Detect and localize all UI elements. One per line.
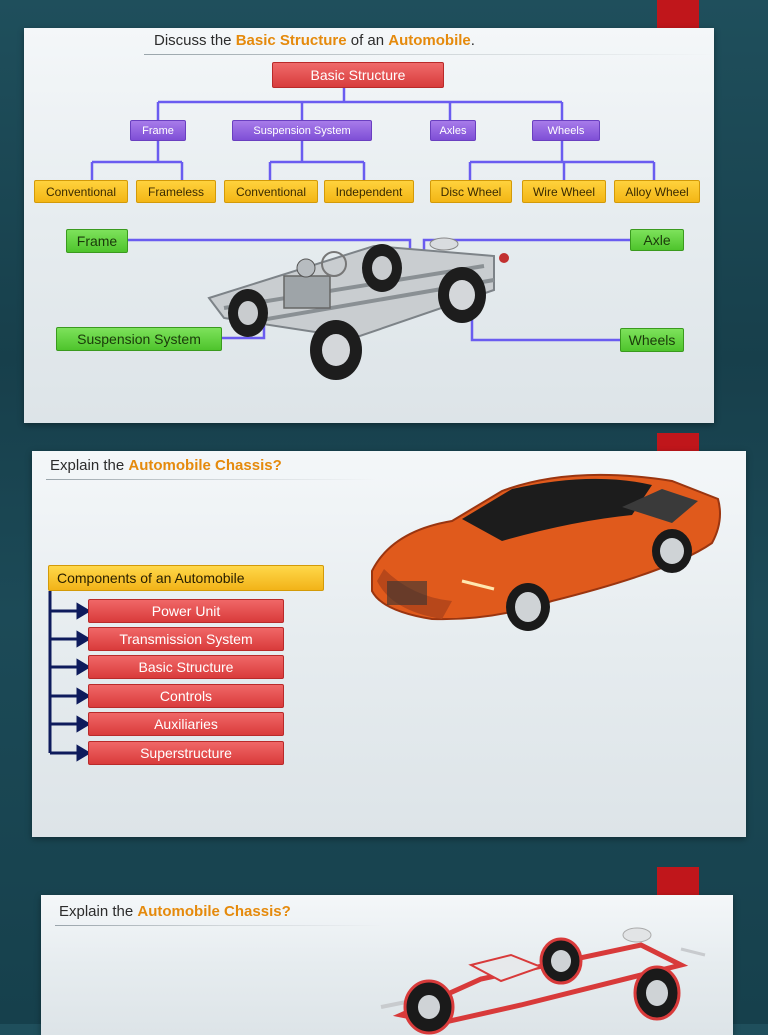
category-frame: Frame: [130, 120, 186, 141]
slide1-red-tab: [657, 0, 699, 28]
root-basic-structure: Basic Structure: [272, 62, 444, 88]
category-suspension-system: Suspension System: [232, 120, 372, 141]
component-superstructure: Superstructure: [88, 741, 284, 765]
component-power-unit: Power Unit: [88, 599, 284, 623]
slide2-red-tab: [657, 433, 699, 451]
chassis-frame-illustration: [380, 927, 706, 1035]
slide3-red-tab: [657, 867, 699, 895]
leaf-disc-wheel: Disc Wheel: [430, 180, 512, 203]
slide2-title-underline: [46, 479, 376, 480]
wheel-front-right: [362, 244, 402, 292]
wheel-rear-left: [310, 320, 362, 380]
components-header: Components of an Automobile: [48, 565, 324, 591]
wheel-front-left: [228, 289, 268, 337]
component-controls: Controls: [88, 684, 284, 708]
leaf-frameless: Frameless: [136, 180, 216, 203]
slide3-title: Explain the Automobile Chassis?: [59, 903, 291, 920]
slide-automobile-chassis[interactable]: Explain the Automobile Chassis? Componen…: [32, 451, 746, 837]
category-axles: Axles: [430, 120, 476, 141]
callout-frame: Frame: [66, 229, 128, 253]
callout-suspension-system: Suspension System: [56, 327, 222, 351]
slide2-title: Explain the Automobile Chassis?: [50, 457, 282, 474]
leaf-suspension-conventional: Conventional: [224, 180, 318, 203]
leaf-frame-conventional: Conventional: [34, 180, 128, 203]
component-basic-structure: Basic Structure: [88, 655, 284, 679]
callout-axle: Axle: [630, 229, 684, 251]
leaf-independent: Independent: [324, 180, 414, 203]
component-auxiliaries: Auxiliaries: [88, 712, 284, 736]
slide-automobile-chassis-frame[interactable]: Explain the Automobile Chassis?: [41, 895, 733, 1035]
sports-car-illustration: [371, 473, 721, 631]
chassis-illustration: [207, 237, 509, 380]
leaf-wire-wheel: Wire Wheel: [522, 180, 606, 203]
wheel-rear-right: [438, 267, 486, 323]
category-wheels: Wheels: [532, 120, 600, 141]
slide1-title: Discuss the Basic Structure of an Automo…: [154, 32, 475, 49]
slide3-title-underline: [55, 925, 385, 926]
slide1-title-underline: [144, 54, 714, 55]
callout-wheels: Wheels: [620, 328, 684, 352]
components-connectors: [48, 591, 91, 762]
component-transmission-system: Transmission System: [88, 627, 284, 651]
leaf-alloy-wheel: Alloy Wheel: [614, 180, 700, 203]
slide-basic-structure[interactable]: Discuss the Basic Structure of an Automo…: [24, 28, 714, 423]
